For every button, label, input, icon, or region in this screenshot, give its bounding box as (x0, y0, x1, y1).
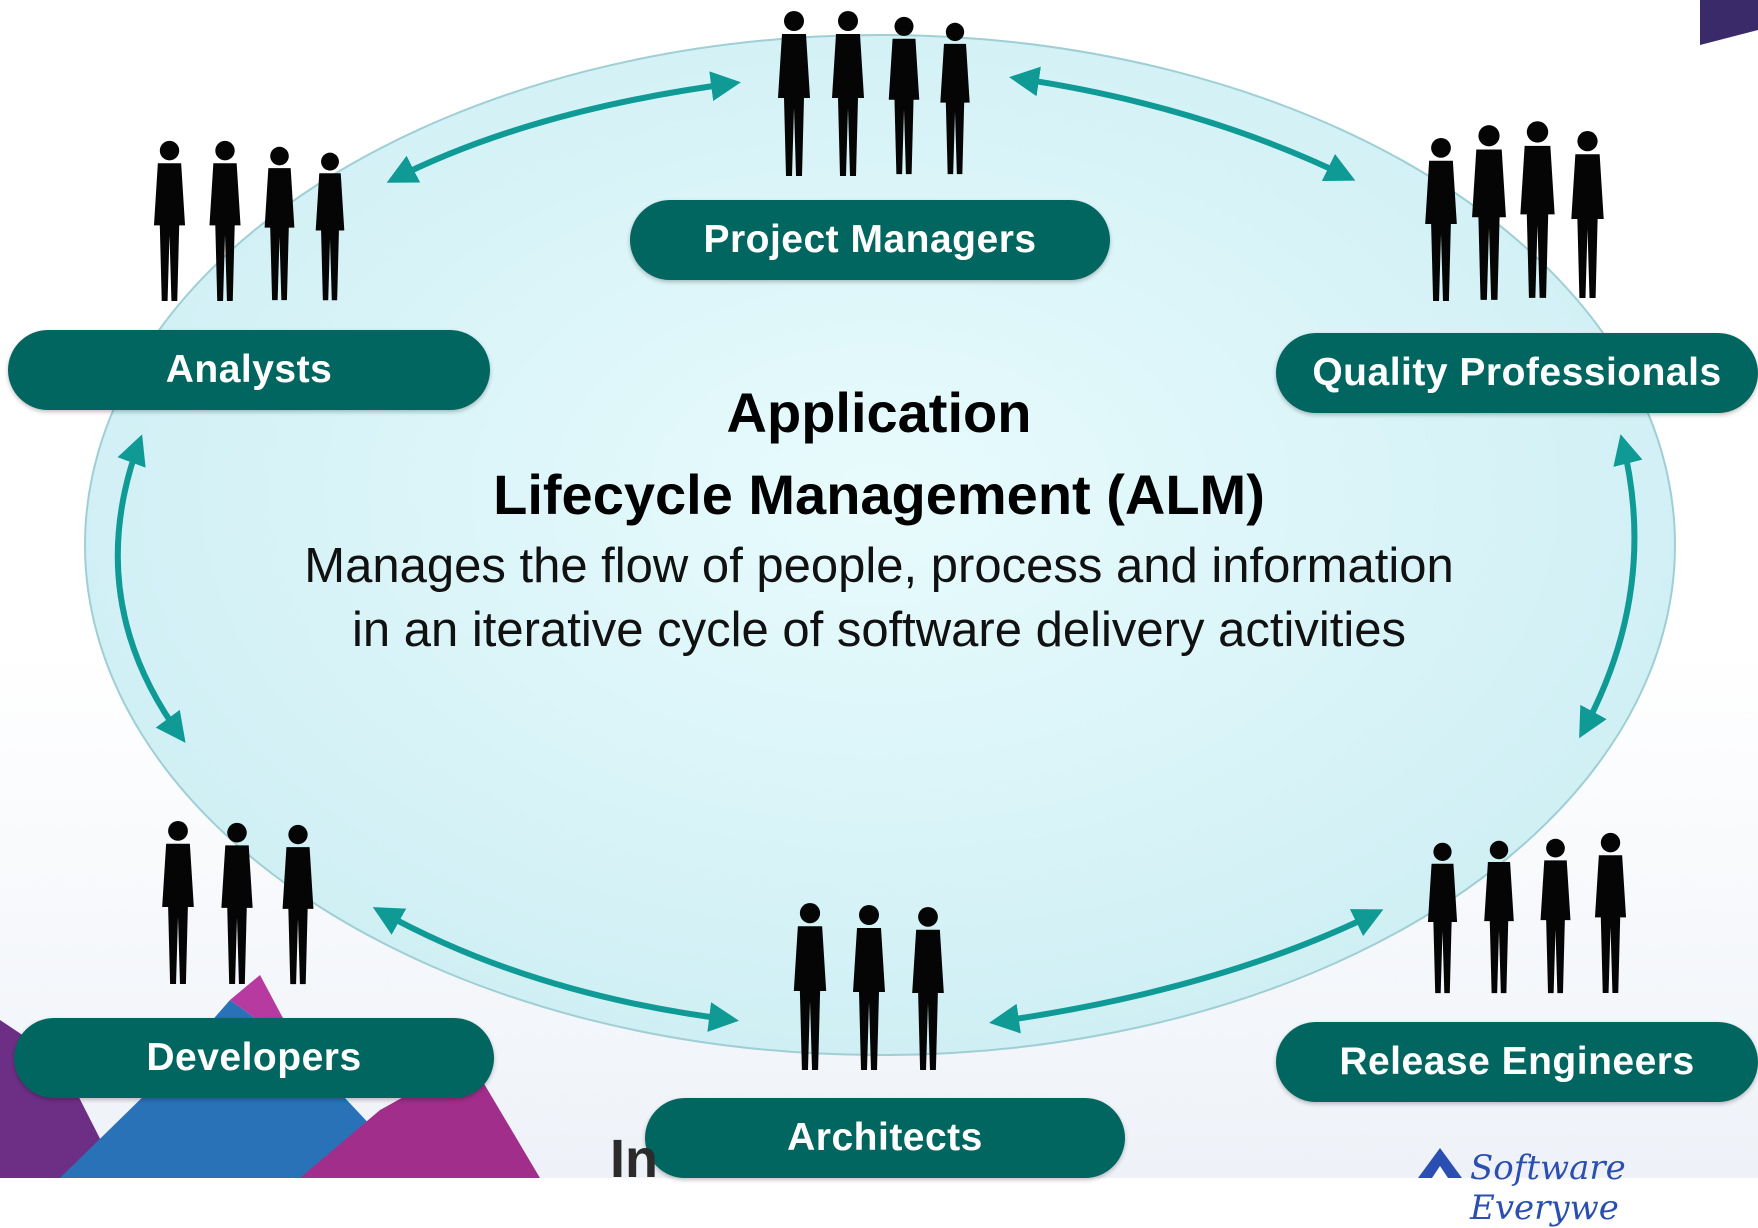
software-everywhere-logo-icon (1418, 1148, 1462, 1178)
corner-decoration-top-right (1700, 0, 1758, 45)
alm-cycle-ellipse (84, 34, 1676, 1056)
arrow-analysts-project-managers (386, 71, 741, 183)
arrow-project-managers-quality (1009, 66, 1356, 181)
cycle-arrows (114, 66, 1643, 1034)
arrow-architects-developers (372, 907, 739, 1032)
arrow-developers-analysts (114, 434, 186, 743)
corner-decoration-bottom-left (0, 975, 540, 1178)
arrow-release-architects (989, 909, 1384, 1034)
arrow-quality-release (1579, 434, 1643, 739)
